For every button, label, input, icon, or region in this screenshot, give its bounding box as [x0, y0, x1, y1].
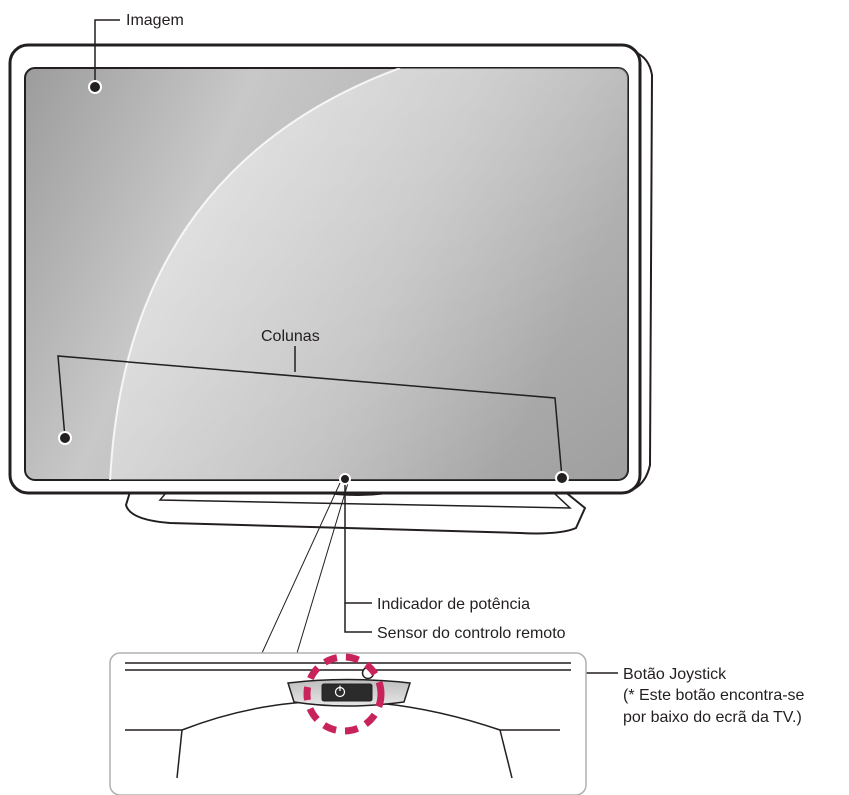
screen-sheen [110, 68, 628, 480]
label-image: Imagem [126, 12, 184, 29]
image-dot [88, 80, 102, 94]
label-joystick-note-1: (* Este botão encontra-se [623, 687, 805, 704]
label-joystick-note-2: por baixo do ecrã da TV.) [623, 709, 802, 726]
speaker-dot-left [58, 431, 72, 445]
label-joystick-title: Botão Joystick [623, 666, 727, 683]
tv-body [8, 43, 654, 495]
sensor-dot [339, 473, 351, 485]
label-power-indicator: Indicador de potência [377, 596, 530, 613]
speaker-dot-right [555, 471, 569, 485]
label-remote-sensor: Sensor do controlo remoto [377, 625, 566, 642]
detail-box [109, 652, 587, 795]
label-speakers: Colunas [261, 328, 320, 345]
power-icon [334, 685, 346, 698]
callout-dots [58, 80, 569, 485]
joystick-highlight-circle [303, 653, 385, 735]
joystick-button [321, 683, 373, 702]
